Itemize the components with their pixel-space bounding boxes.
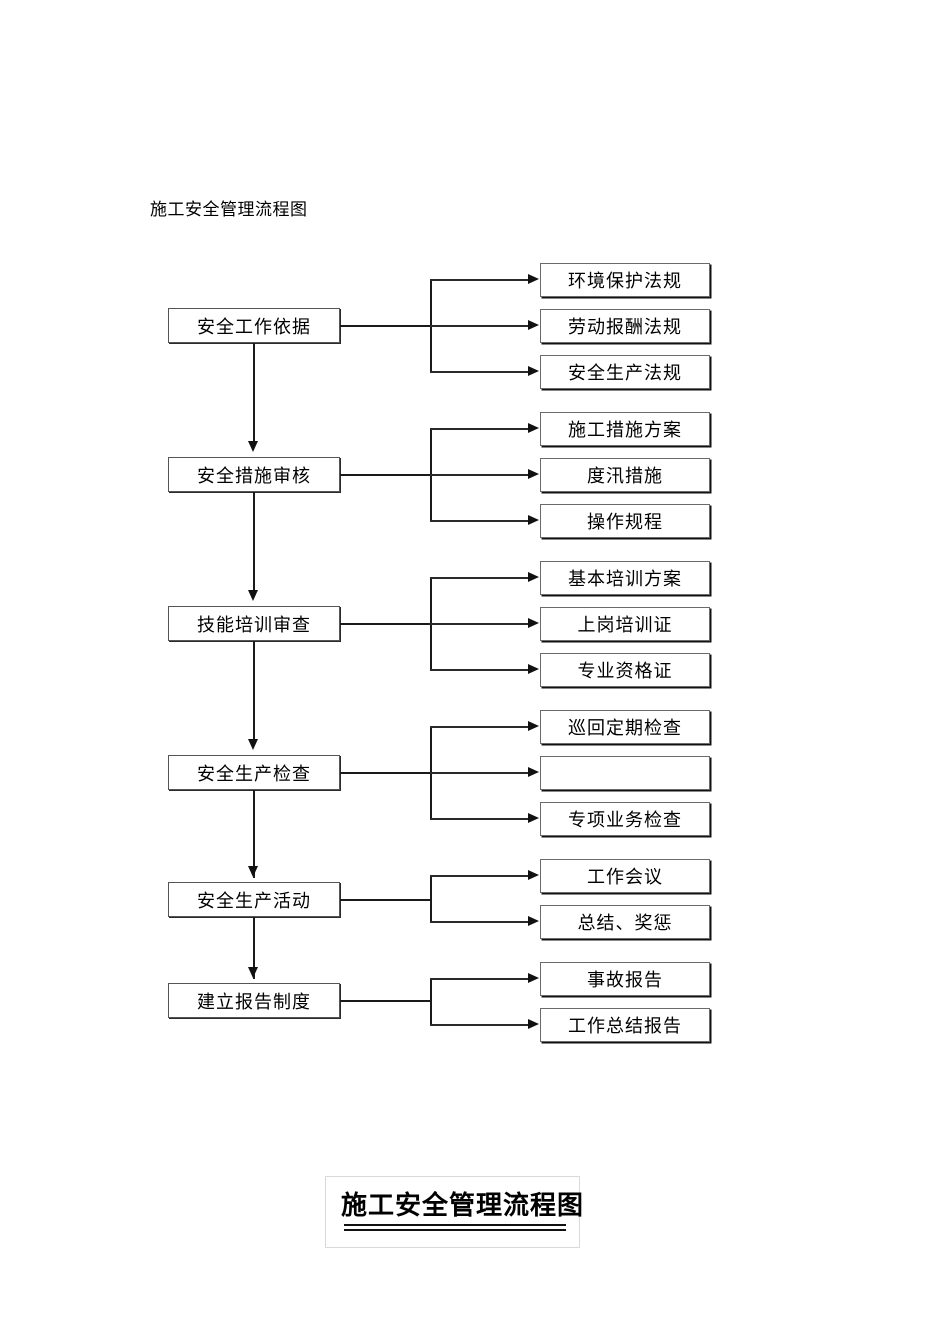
connector-training-to-inspection	[253, 641, 255, 741]
connector-basis-branch-2	[430, 325, 530, 327]
output-box-measure-2[interactable]: 度汛措施	[540, 458, 710, 492]
arrow-right-training-2	[528, 618, 539, 628]
stage-box-training-review[interactable]: 技能培训审查	[168, 606, 340, 641]
arrow-right-reporting-1	[528, 973, 539, 983]
output-box-measure-1[interactable]: 施工措施方案	[540, 412, 710, 446]
arrow-right-inspection-2	[528, 767, 539, 777]
arrow-down-measure-to-training	[248, 590, 258, 601]
connector-measure-trunk	[340, 474, 432, 476]
arrow-right-training-3	[528, 664, 539, 674]
stage-box-measure-review[interactable]: 安全措施审核	[168, 457, 340, 492]
arrow-right-reporting-2	[528, 1019, 539, 1029]
arrow-right-activity-1	[528, 870, 539, 880]
output-box-activity-2[interactable]: 总结、奖惩	[540, 905, 710, 939]
connector-training-trunk	[340, 623, 432, 625]
arrow-right-basis-2	[528, 320, 539, 330]
arrow-down-inspection-to-activity	[248, 866, 258, 877]
output-box-reporting-1[interactable]: 事故报告	[540, 962, 710, 996]
connector-inspection-branch-1	[430, 726, 530, 728]
output-box-basis-1[interactable]: 环境保护法规	[540, 263, 710, 297]
connector-inspection-branch-3	[430, 818, 530, 820]
stage-box-reporting-system[interactable]: 建立报告制度	[168, 983, 340, 1018]
connector-basis-to-measure	[253, 343, 255, 443]
arrow-down-activity-to-reporting	[248, 967, 258, 978]
output-box-inspection-3[interactable]: 专项业务检查	[540, 802, 710, 836]
connector-measure-to-training	[253, 492, 255, 592]
connector-basis-trunk	[340, 325, 432, 327]
arrow-right-measure-1	[528, 423, 539, 433]
stage-box-basis[interactable]: 安全工作依据	[168, 308, 340, 343]
output-box-inspection-1[interactable]: 巡回定期检查	[540, 710, 710, 744]
connector-reporting-branch-1	[430, 978, 530, 980]
arrow-right-activity-2	[528, 916, 539, 926]
output-box-activity-1[interactable]: 工作会议	[540, 859, 710, 893]
connector-activity-trunk	[340, 899, 432, 901]
connector-activity-branch-2	[430, 921, 530, 923]
connector-measure-branch-1	[430, 428, 530, 430]
connector-inspection-trunk	[340, 772, 432, 774]
stage-box-production-inspection[interactable]: 安全生产检查	[168, 755, 340, 790]
output-box-measure-3[interactable]: 操作规程	[540, 504, 710, 538]
connector-measure-branch-3	[430, 520, 530, 522]
connector-inspection-branch-2	[430, 772, 530, 774]
connector-inspection-to-activity	[253, 790, 255, 878]
caption-title: 施工安全管理流程图	[341, 1191, 585, 1221]
caption-underline-top	[344, 1224, 566, 1226]
arrow-right-measure-3	[528, 515, 539, 525]
arrow-right-basis-1	[528, 274, 539, 284]
arrow-right-basis-3	[528, 366, 539, 376]
connector-training-branch-1	[430, 577, 530, 579]
output-box-reporting-2[interactable]: 工作总结报告	[540, 1008, 710, 1042]
arrow-right-inspection-1	[528, 721, 539, 731]
connector-measure-branch-2	[430, 474, 530, 476]
caption-frame	[325, 1176, 580, 1248]
arrow-down-training-to-inspection	[248, 739, 258, 750]
output-box-basis-3[interactable]: 安全生产法规	[540, 355, 710, 389]
connector-reporting-trunk	[340, 1000, 432, 1002]
connector-basis-branch-3	[430, 371, 530, 373]
connector-training-branch-3	[430, 669, 530, 671]
arrow-right-measure-2	[528, 469, 539, 479]
output-box-training-1[interactable]: 基本培训方案	[540, 561, 710, 595]
caption-underline-bottom	[344, 1229, 566, 1231]
connector-reporting-branch-2	[430, 1024, 530, 1026]
connector-activity-spine	[430, 875, 432, 923]
arrow-right-training-1	[528, 572, 539, 582]
page-title: 施工安全管理流程图	[150, 200, 308, 219]
arrow-right-inspection-3	[528, 813, 539, 823]
output-box-training-2[interactable]: 上岗培训证	[540, 607, 710, 641]
output-box-training-3[interactable]: 专业资格证	[540, 653, 710, 687]
connector-basis-branch-1	[430, 279, 530, 281]
connector-reporting-spine	[430, 978, 432, 1026]
connector-training-branch-2	[430, 623, 530, 625]
connector-activity-to-reporting	[253, 917, 255, 979]
connector-activity-branch-1	[430, 875, 530, 877]
output-box-basis-2[interactable]: 劳动报酬法规	[540, 309, 710, 343]
stage-box-production-activity[interactable]: 安全生产活动	[168, 882, 340, 917]
output-box-inspection-2-empty[interactable]	[540, 756, 710, 790]
arrow-down-basis-to-measure	[248, 441, 258, 452]
